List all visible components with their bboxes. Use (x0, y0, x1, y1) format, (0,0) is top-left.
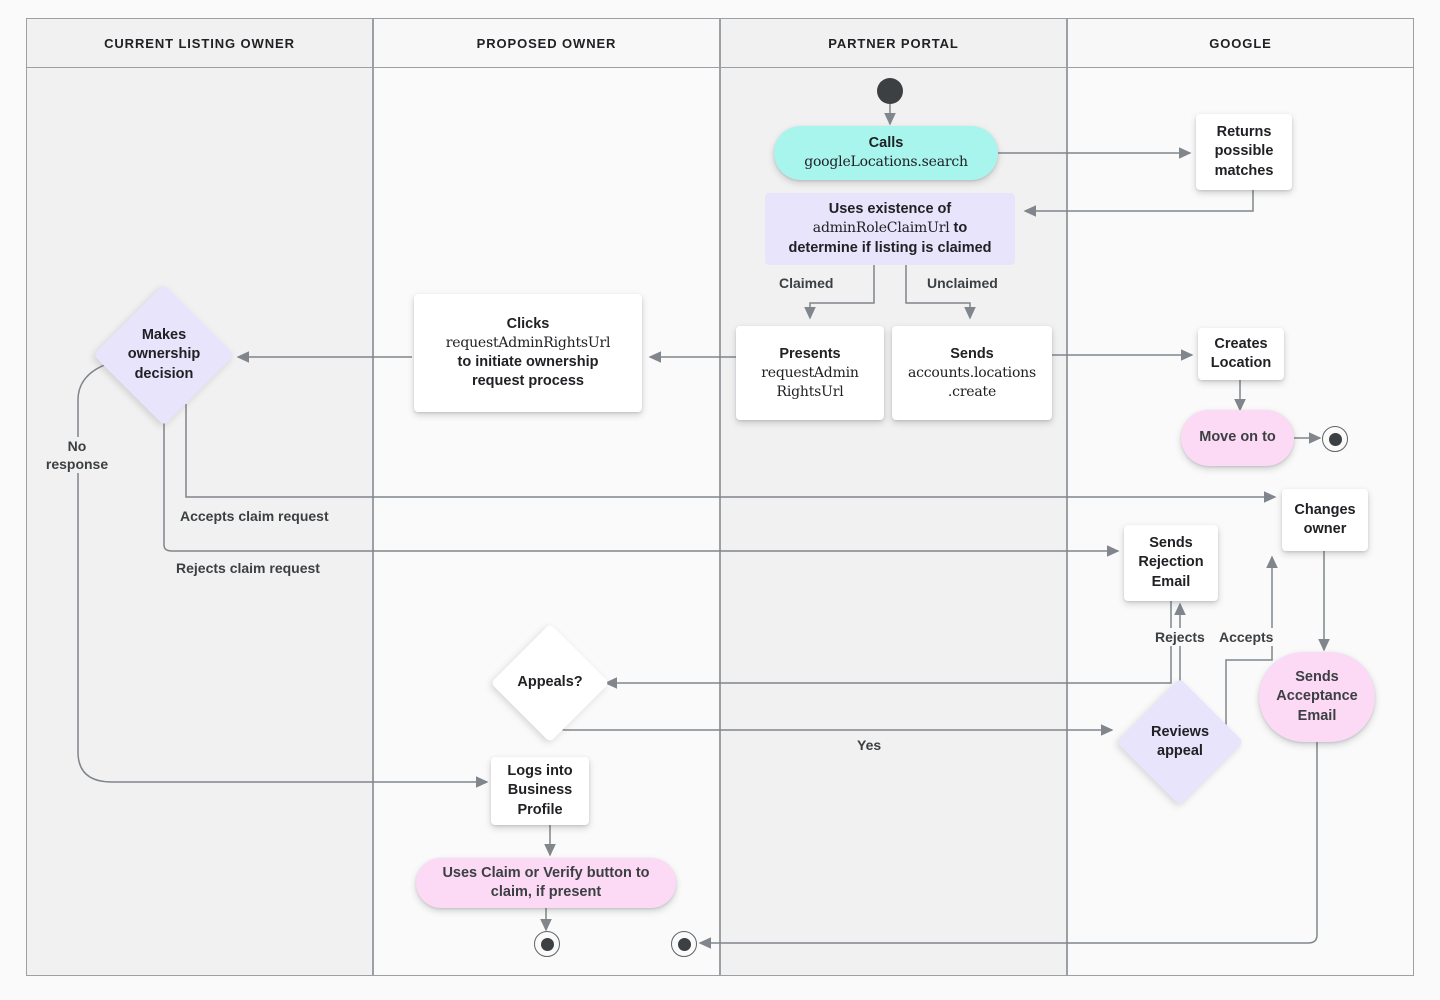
node-presents-request-admin-rights-url[interactable]: Presents requestAdmin RightsUrl (736, 326, 884, 420)
node-line-1: Reviews (1150, 723, 1210, 740)
lane-body (373, 68, 720, 976)
node-changes-owner[interactable]: Changes owner (1282, 489, 1368, 551)
node-sends-acceptance-email[interactable]: Sends Acceptance Email (1259, 652, 1375, 742)
node-line-4: request process (471, 372, 584, 389)
node-calls-google-locations-search[interactable]: Calls googleLocations.search (774, 126, 998, 180)
swimlane-proposed-owner: PROPOSED OWNER (373, 18, 720, 976)
node-line-1: Uses Claim or Verify button to (442, 864, 650, 881)
end-node-proposed-owner (534, 931, 560, 957)
node-line-2: Business (507, 782, 573, 799)
node-line-1: Creates (1214, 335, 1268, 352)
end-node-google (1322, 426, 1348, 452)
node-line-1: Move on to (1199, 429, 1276, 446)
node-line-2: appeal (1157, 743, 1203, 759)
lane-header-proposed-owner: PROPOSED OWNER (373, 18, 720, 68)
node-logs-into-business-profile[interactable]: Logs into Business Profile (491, 757, 589, 825)
node-creates-location[interactable]: Creates Location (1198, 328, 1284, 380)
node-line-1: Sends (950, 345, 994, 362)
node-sends-accounts-locations-create[interactable]: Sends accounts.locations .create (892, 326, 1052, 420)
node-uses-existence-of-admin-role-claim-url[interactable]: Uses existence of adminRoleClaimUrl to d… (765, 193, 1015, 265)
node-line-2: possible (1214, 143, 1274, 160)
node-line-1: Changes (1294, 501, 1356, 518)
edge-label-rejects: Rejects (1155, 628, 1205, 647)
node-line-3: .create (947, 383, 997, 400)
node-sends-rejection-email[interactable]: Sends Rejection Email (1124, 525, 1218, 601)
node-line-2: requestAdminRightsUrl (445, 335, 611, 352)
lane-label: PARTNER PORTAL (828, 35, 959, 51)
edge-label-yes: Yes (857, 736, 882, 755)
lane-header-partner-portal: PARTNER PORTAL (720, 18, 1067, 68)
node-line-1: Makes (141, 327, 187, 344)
node-line-2: requestAdmin (761, 365, 859, 382)
edge-label-claimed: Claimed (779, 274, 834, 293)
node-line-3: to initiate ownership (457, 353, 599, 370)
node-line-1: Clicks (506, 316, 550, 333)
end-node-inner (677, 937, 691, 951)
node-line-1: Appeals? (517, 674, 583, 691)
end-node-inner (540, 937, 554, 951)
node-makes-ownership-decision[interactable]: Makes ownership decision (93, 284, 235, 426)
lane-label: CURRENT LISTING OWNER (104, 35, 295, 51)
node-line-1: Presents (779, 345, 841, 362)
node-line-1: Sends (1295, 669, 1339, 686)
end-node-inner (1328, 432, 1342, 446)
node-line-2: Location (1210, 355, 1272, 371)
node-line-3: decision (134, 365, 194, 382)
node-line-2: Acceptance (1276, 688, 1358, 705)
edge-label-no-response: No response (40, 437, 114, 474)
node-line-2: ownership (127, 346, 201, 363)
node-line-1: Calls (868, 135, 904, 152)
lane-header-current-listing-owner: CURRENT LISTING OWNER (26, 18, 373, 68)
node-line-3: determine if listing is claimed (788, 239, 992, 256)
node-line-3: Email (1151, 573, 1191, 590)
node-line-3: matches (1214, 162, 1274, 179)
lane-label: GOOGLE (1209, 35, 1272, 51)
node-line-2: accounts.locations (908, 365, 1036, 382)
node-line-2: owner (1303, 521, 1347, 537)
node-returns-possible-matches[interactable]: Returns possible matches (1196, 114, 1292, 190)
node-line-2-tail: to (949, 220, 968, 237)
node-appeals-decision[interactable]: Appeals? (490, 623, 610, 743)
edge-label-accepts: Accepts (1219, 628, 1274, 647)
node-uses-claim-or-verify-button[interactable]: Uses Claim or Verify button to claim, if… (416, 858, 676, 908)
edge-label-unclaimed: Unclaimed (927, 274, 998, 293)
node-move-on-to[interactable]: Move on to (1181, 410, 1294, 466)
edge-label-accepts-claim-request: Accepts claim request (180, 507, 329, 526)
lane-label: PROPOSED OWNER (476, 35, 617, 51)
node-line-3: Email (1297, 707, 1337, 724)
end-node-partner-portal (671, 931, 697, 957)
node-line-1: Logs into (507, 763, 573, 780)
node-clicks-request-admin-rights-url[interactable]: Clicks requestAdminRightsUrl to initiate… (414, 294, 642, 412)
start-node (877, 78, 903, 104)
node-line-2: adminRoleClaimUrl to (788, 219, 991, 238)
swimlane-current-listing-owner: CURRENT LISTING OWNER (26, 18, 373, 976)
node-line-2: googleLocations.search (804, 154, 968, 171)
code-admin-role-claim-url: adminRoleClaimUrl (812, 220, 950, 237)
node-line-1: Returns (1216, 124, 1272, 141)
node-line-1: Uses existence of (828, 201, 952, 218)
node-reviews-appeal[interactable]: Reviews appeal (1116, 678, 1244, 806)
node-line-1: Sends (1149, 535, 1193, 552)
node-line-3: RightsUrl (776, 383, 844, 400)
node-line-2: claim, if present (490, 884, 602, 900)
edge-label-rejects-claim-request: Rejects claim request (176, 559, 320, 578)
node-line-2: Rejection (1138, 554, 1204, 571)
node-line-3: Profile (517, 801, 563, 818)
lane-header-google: GOOGLE (1067, 18, 1414, 68)
